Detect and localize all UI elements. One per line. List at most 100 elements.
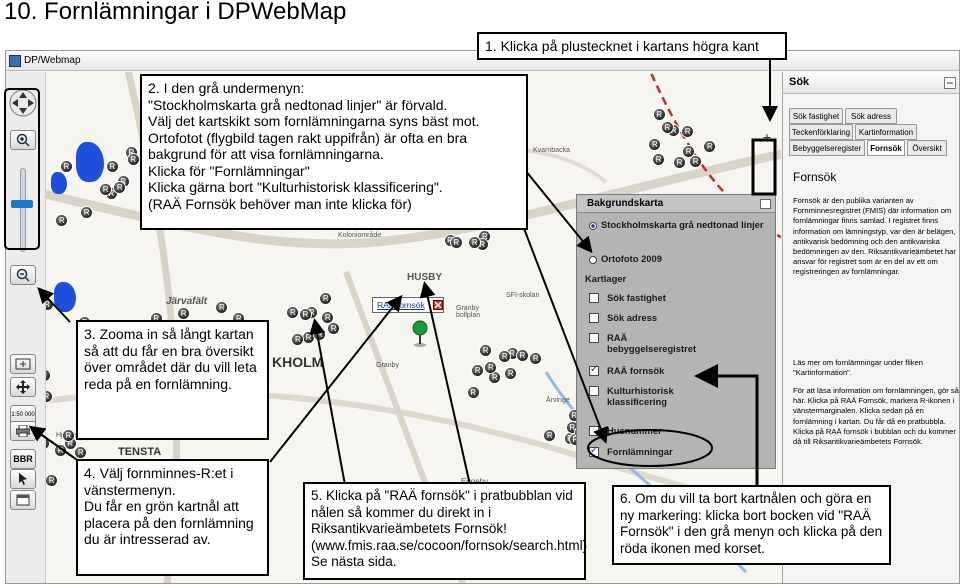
lake [54, 282, 76, 312]
fornsok-paragraph-1: Fornsök är den publika varianten av Forn… [793, 196, 956, 277]
label-fornlamningar: Fornlämningar [607, 446, 673, 457]
fornlamning-marker-icon[interactable]: R [327, 321, 341, 335]
printer-icon [15, 424, 31, 438]
bbr-button[interactable]: BBR [10, 449, 36, 469]
fornlamning-marker-icon[interactable]: R [504, 367, 518, 381]
fornminne-r-icon [19, 473, 27, 485]
fornlamning-marker-icon[interactable]: R [673, 156, 687, 170]
radio-ortofoto[interactable]: Ortofoto 2009 [589, 253, 662, 264]
zoom-slider[interactable] [20, 168, 26, 252]
tab-kartinformation[interactable]: Kartinformation [855, 124, 917, 140]
map-label-jarvafaltet: Järvafält [166, 296, 208, 307]
pan-tool-button[interactable] [10, 377, 36, 397]
raa-fornsok-link[interactable]: RAÄ fornsök [377, 300, 425, 310]
expand-layers-plus-icon[interactable]: + [762, 129, 772, 145]
fornlamning-marker-icon[interactable]: R [652, 107, 666, 121]
close-icon [434, 301, 442, 309]
fornsok-paragraph-2: Läs mer om fornlämningar under fliken "K… [793, 358, 923, 378]
fornlamning-marker-icon[interactable]: R [177, 307, 191, 321]
window-title: DP/Webmap [24, 55, 81, 66]
zoom-in-button[interactable] [10, 130, 36, 150]
map-label-granby: Granby [376, 362, 399, 369]
zoom-out-button[interactable] [10, 265, 36, 285]
callout-step-6: 6. Om du vill ta bort kartnålen och göra… [612, 485, 891, 565]
fornlamning-marker-icon[interactable]: R [660, 121, 674, 135]
slide-title: 10. Fornlämningar i DPWebMap [4, 0, 347, 25]
checkbox-sok-fastighet[interactable] [589, 293, 599, 303]
fornlamning-marker-icon[interactable]: R [46, 389, 53, 403]
fornlamning-marker-icon[interactable]: R [468, 235, 482, 249]
checkbox-bebyggelseregistret[interactable] [589, 333, 599, 343]
green-pin-icon[interactable] [410, 320, 430, 348]
fornlamning-marker-icon[interactable]: R [471, 363, 485, 377]
tab-sok-adress[interactable]: Sök adress [845, 108, 897, 124]
fornlamning-marker-icon[interactable]: R [291, 332, 305, 346]
fornlamning-marker-icon[interactable]: R [59, 160, 73, 174]
remove-pin-button[interactable] [433, 300, 443, 310]
fornlamning-marker-icon[interactable]: R [498, 350, 512, 364]
fornlamning-marker-icon[interactable]: R [99, 182, 113, 196]
fornlamning-marker-icon[interactable]: R [648, 137, 662, 151]
checkbox-fornlamningar[interactable] [589, 445, 599, 457]
pan-control[interactable] [9, 89, 37, 117]
fornlamning-marker-icon[interactable]: R [543, 428, 557, 442]
fornlamning-marker-icon[interactable]: R [681, 125, 695, 139]
tab-fornsok[interactable]: Fornsök [867, 140, 905, 156]
fornlamning-marker-icon[interactable]: R [321, 310, 335, 324]
fornlamning-marker-icon[interactable]: R [313, 327, 327, 341]
fornlamning-marker-icon[interactable]: R [55, 213, 69, 227]
checkbox-sok-adress[interactable] [589, 313, 599, 323]
fornlamning-marker-icon[interactable]: R [62, 429, 76, 443]
background-map-menu: Bakgrundskarta Stockholmskarta grå nedto… [576, 194, 776, 469]
callout-step-3: 3. Zooma in så långt kartan så att du få… [76, 320, 269, 440]
map-label-kvarnbacka: Kvarnbacka [533, 147, 570, 154]
tab-teckenforklaring[interactable]: Teckenförklaring [789, 124, 853, 140]
map-label-kholm: KHOLM [272, 354, 324, 370]
fornlamning-marker-icon[interactable]: R [46, 473, 59, 487]
tab-bebyggelseregister[interactable]: Bebyggelseregister [789, 140, 865, 156]
fornlamning-marker-icon[interactable]: R [529, 351, 543, 365]
tab-sok-fastighet[interactable]: Sök fastighet [789, 108, 843, 124]
fornlamning-marker-icon[interactable]: R [298, 307, 312, 321]
fornlamning-marker-icon[interactable]: R [515, 348, 529, 362]
fornlamning-marker-icon[interactable]: R [652, 153, 666, 167]
fornlamning-marker-icon[interactable]: R [113, 180, 127, 194]
label-sok-fastighet: Sök fastighet [607, 292, 666, 303]
fornlamning-marker-icon[interactable]: R [682, 145, 696, 159]
callout-step-1: 1. Klicka på plustecknet i kartans högra… [477, 32, 787, 60]
fornlamning-marker-icon[interactable]: R [703, 139, 717, 153]
fornlamning-marker-icon[interactable]: R [126, 153, 140, 167]
radio-stockholmskarta-label: Stockholmskarta grå nedtonad linjer [601, 219, 764, 230]
radio-icon [589, 255, 597, 264]
radio-selected-icon [589, 221, 597, 230]
fornlamning-marker-icon[interactable]: R [484, 360, 498, 374]
map-label-husby: HUSBY [407, 272, 443, 283]
tab-oversikt[interactable]: Översikt [907, 140, 947, 156]
zoom-slider-thumb[interactable] [11, 200, 33, 208]
print-button[interactable] [10, 421, 36, 441]
checkbox-kulturhistorisk[interactable] [589, 386, 599, 396]
fornlamning-marker-icon[interactable]: R [80, 205, 94, 219]
collapse-icon[interactable] [944, 77, 956, 89]
fornlamning-marker-icon[interactable]: R [449, 235, 463, 249]
fornsok-paragraph-3: För att läsa information om fornlämninge… [793, 386, 959, 447]
lake [51, 172, 67, 194]
tool-button-extra[interactable] [10, 490, 36, 510]
fornsok-r-button[interactable] [10, 469, 36, 489]
zoom-box-button[interactable] [10, 354, 36, 374]
label-husnummer: Husnummer [607, 425, 662, 436]
left-toolbar: 1:50 000 BBR [6, 72, 46, 583]
fornlamning-marker-icon[interactable]: R [105, 159, 119, 173]
map-label-granby-bollplan: Granby bollplan [456, 305, 481, 319]
fornlamning-marker-icon[interactable]: R [689, 154, 703, 168]
menu-minimize-button[interactable] [760, 199, 771, 209]
fornlamning-marker-icon[interactable]: R [479, 344, 493, 358]
radio-stockholmskarta[interactable]: Stockholmskarta grå nedtonad linjer [589, 219, 769, 230]
window-icon [16, 494, 30, 506]
checkbox-raa-fornsok[interactable] [589, 364, 599, 376]
fornlamning-marker-icon[interactable]: R [215, 301, 229, 315]
label-bebyggelseregistret: RAÄ bebyggelseregistret [607, 332, 697, 354]
fornlamning-marker-icon[interactable]: R [466, 386, 480, 400]
bbr-label: BBR [13, 454, 33, 464]
checkbox-husnummer[interactable] [589, 426, 599, 436]
